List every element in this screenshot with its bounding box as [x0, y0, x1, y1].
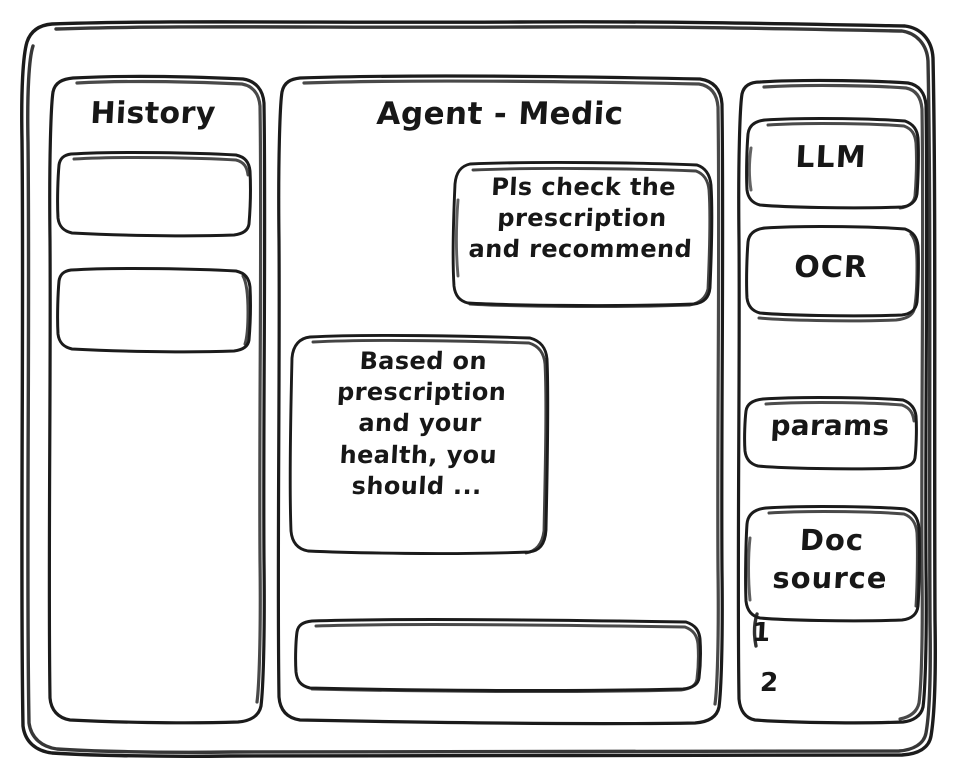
history-item-boxes [56, 150, 252, 354]
tool-button-llm[interactable] [745, 116, 920, 210]
history-panel [47, 74, 267, 725]
doc-source-item-2[interactable]: 2 [759, 668, 780, 698]
composer-input-box[interactable] [294, 617, 702, 694]
tool-button-doc-source-label: Doc source [771, 523, 889, 596]
user-message-bubble [451, 161, 714, 308]
doc-source-list-markers [752, 612, 759, 648]
agent-panel-title: Agent - Medic [375, 96, 625, 132]
history-panel-title: History [89, 96, 217, 131]
tool-button-params-label: params [769, 409, 891, 442]
tools-panel [736, 78, 929, 725]
agent-panel [276, 74, 725, 726]
tool-button-doc-source[interactable] [744, 504, 921, 623]
assistant-message-bubble [288, 334, 550, 555]
tool-button-params[interactable] [743, 395, 918, 471]
doc-source-item-1[interactable]: 1 [751, 618, 772, 648]
assistant-message-text: Based on prescription and your health, y… [336, 347, 507, 500]
tool-button-llm-label: LLM [794, 140, 868, 175]
tool-button-ocr[interactable] [745, 224, 920, 323]
user-message-text: Pls check the prescription and recommend [467, 173, 693, 264]
tool-button-ocr-label: OCR [793, 250, 869, 285]
window-frame [20, 20, 937, 758]
